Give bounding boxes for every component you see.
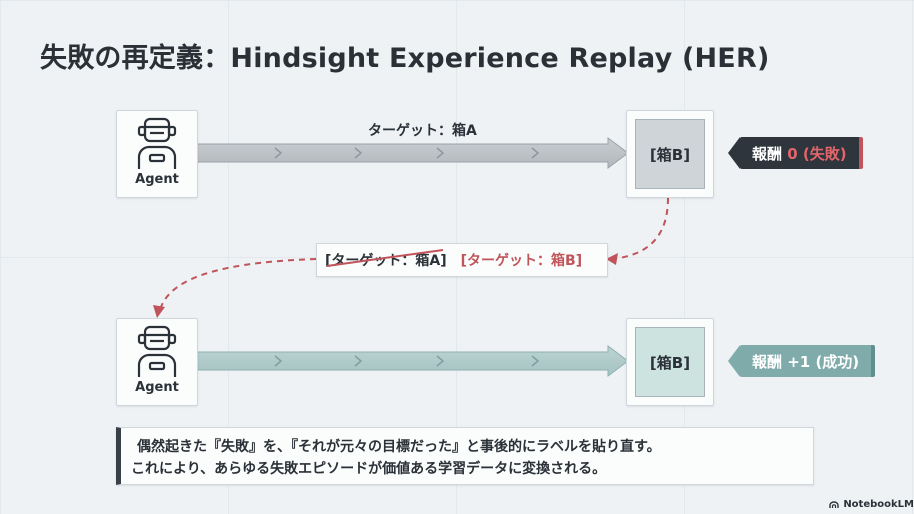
row1-target-label: ターゲット：箱A (368, 123, 477, 139)
explanation-note: 偶然起きた『失敗』を、『それが元々の目標だった』と事後的にラベルを貼り直す。 こ… (116, 427, 814, 485)
agent-card-row1: Agent (116, 110, 198, 198)
box-card-row2: [箱B] (626, 318, 714, 406)
box-b-row1: [箱B] (635, 119, 705, 189)
box-b-row2: [箱B] (635, 327, 705, 397)
reward-pointer (728, 345, 740, 377)
page-title: 失敗の再定義：Hindsight Experience Replay (HER) (40, 43, 770, 74)
brand-label: NotebookLM (843, 499, 914, 510)
relabel-flow-dashed (159, 197, 669, 311)
note-line-2: これにより、あらゆる失敗エピソードが価値ある学習データに変換される。 (131, 461, 607, 477)
note-line-1: 偶然起きた『失敗』を、『それが元々の目標だった』と事後的にラベルを貼り直す。 (137, 439, 661, 455)
box-card-row1: [箱B] (626, 110, 714, 198)
new-target-label: [ターゲット：箱B] (460, 253, 583, 269)
reward-pointer (728, 137, 740, 169)
robot-icon (137, 325, 177, 377)
reward-badge-success: 報酬 +1 (成功) (728, 345, 876, 377)
reward-text: 報酬 +1 (成功) (752, 352, 860, 371)
old-target-label: [ターゲット：箱A] (325, 249, 447, 270)
relabel-card: [ターゲット：箱A] [ターゲット：箱B] (316, 243, 608, 277)
notebooklm-logo-icon (829, 500, 840, 508)
brand-watermark: NotebookLM (829, 499, 914, 510)
robot-icon (137, 117, 177, 169)
agent-label: Agent (135, 380, 179, 395)
strikethrough-mark (326, 249, 444, 267)
reward-badge-failure: 報酬 0 (失敗) (728, 137, 863, 169)
reward-value: 0 (失敗) (787, 144, 847, 163)
row1-action-arrow (195, 137, 629, 169)
agent-label: Agent (135, 172, 179, 187)
agent-card-row2: Agent (116, 318, 198, 406)
reward-prefix: 報酬 (752, 144, 783, 163)
row2-action-arrow (195, 345, 629, 377)
